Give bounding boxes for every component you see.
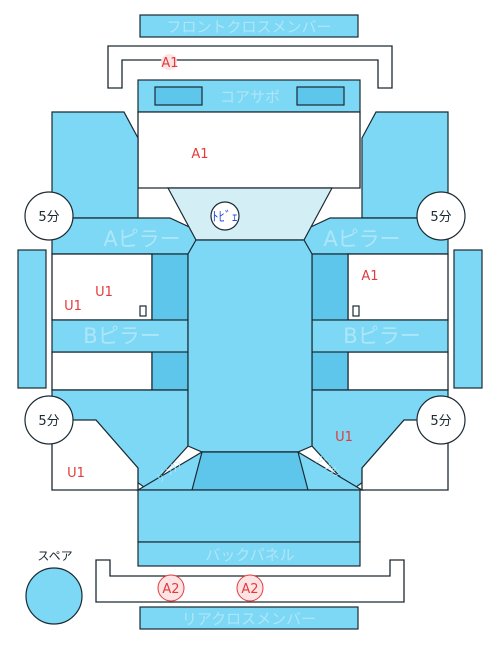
time-badge-front-right: [416, 191, 466, 241]
time-badge-rear-right-text: 5分: [430, 414, 451, 429]
dash-marker-circle: [210, 201, 240, 231]
right-side-sill: [453, 249, 483, 389]
trunk-floor-center: [191, 451, 309, 491]
left-rear-lower-area: [51, 419, 139, 491]
left-b-pillar-band: [51, 319, 189, 353]
time-badge-rear-left: [24, 395, 74, 445]
left-side-sill: [17, 249, 47, 389]
core-support-left-slot: [154, 86, 203, 106]
damage-a2-rear-left: A2: [162, 582, 179, 597]
damage-u1-left-mid: U1: [64, 299, 82, 314]
rear-cross-member-panel: [139, 606, 359, 630]
time-badge-front-right-text: 5分: [430, 210, 451, 225]
time-badge-rear-right: [416, 395, 466, 445]
spare-tire-label: スペア: [37, 549, 72, 563]
right-rear-door-area: [347, 351, 449, 391]
dash-marker-label: ﾄﾋﾞｪ: [212, 210, 238, 225]
damage-a2-rear-right: A2: [241, 582, 258, 597]
damage-a1-right-door: A1: [361, 269, 378, 284]
damage-u1-left-upper: U1: [95, 285, 113, 300]
a1-marker-dot: [161, 54, 177, 70]
core-support-right-slot: [296, 86, 345, 106]
time-badge-rear-left-text: 5分: [38, 414, 59, 429]
left-front-door-area: [51, 253, 153, 321]
back-panel-upper: [137, 489, 361, 543]
a2-left-marker: [157, 574, 185, 602]
back-panel-lower: [137, 541, 361, 567]
right-front-marker: [352, 305, 360, 317]
core-support-label: コアサポ: [220, 88, 280, 106]
left-front-marker: [139, 305, 147, 317]
damage-u1-left-lower: U1: [67, 466, 85, 481]
right-front-door-area: [347, 253, 449, 321]
left-rear-door-area: [51, 351, 153, 391]
front-bracket-outline: [107, 45, 393, 89]
time-badge-front-left-text: 5分: [38, 210, 59, 225]
damage-a1-engine-bay: A1: [191, 147, 208, 162]
windshield-panel: [166, 187, 334, 241]
damage-u1-right-lower: U1: [335, 430, 353, 445]
back-panel-label: バックパネル: [205, 546, 294, 564]
floor-center-panel: [187, 239, 313, 453]
a2-right-marker: [236, 574, 264, 602]
engine-bay-area: [137, 111, 361, 189]
time-badge-front-left: [24, 191, 74, 241]
right-a-pillar-label: Aピラー: [323, 227, 400, 251]
left-b-pillar-label: Bピラー: [83, 324, 160, 348]
damage-a1-front-member: A1: [161, 56, 178, 71]
front-cross-member-panel: [139, 14, 359, 38]
right-b-pillar-label: Bピラー: [343, 324, 420, 348]
rear-bracket-outline: [95, 559, 405, 603]
front-cross-member-label: フロントクロスメンバー: [166, 18, 331, 36]
spare-tire-circle: [25, 567, 83, 625]
rear-cross-member-label: リアクロスメンバー: [182, 610, 316, 628]
left-a-pillar-label: Aピラー: [103, 227, 180, 251]
